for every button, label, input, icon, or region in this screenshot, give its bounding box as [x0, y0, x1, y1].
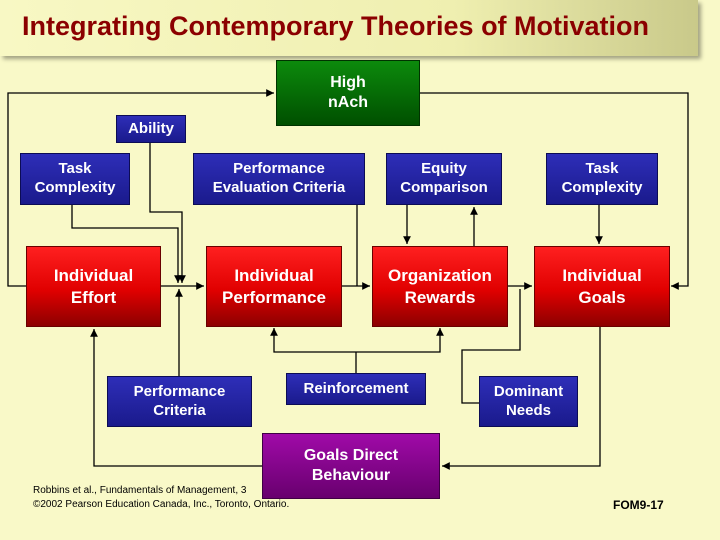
individual-performance-box: Individual Performance [206, 246, 342, 327]
slide-id: FOM9-17 [613, 498, 664, 512]
connector-reinforcement-to-performance [270, 328, 356, 353]
dominant-needs-box: Dominant Needs [479, 376, 578, 427]
performance-evaluation-criteria-box: Performance Evaluation Criteria [193, 153, 365, 205]
citation-line-2: ©2002 Pearson Education Canada, Inc., To… [33, 499, 290, 510]
high-nach-box: High nAch [276, 60, 420, 126]
connector-task-complexity-left [71, 205, 182, 283]
connector-effort-to-high-nach [7, 89, 274, 287]
individual-goals-box: Individual Goals [534, 246, 670, 327]
page-title: Integrating Contemporary Theories of Mot… [22, 11, 650, 41]
goals-direct-behaviour-box: Goals Direct Behaviour [262, 433, 440, 499]
citation: Robbins et al., Fundamentals of Manageme… [33, 484, 289, 512]
individual-effort-box: Individual Effort [26, 246, 161, 327]
ability-box: Ability [116, 115, 186, 143]
connector-ability [149, 143, 186, 283]
connector-high-nach-to-goals [420, 92, 689, 290]
connector-dominant-needs [461, 289, 521, 404]
performance-criteria-box: Performance Criteria [107, 376, 252, 427]
reinforcement-box: Reinforcement [286, 373, 426, 405]
connector-behaviour-to-effort [90, 329, 262, 467]
task-complexity-right-box: Task Complexity [546, 153, 658, 205]
title-band [0, 0, 698, 56]
task-complexity-left-box: Task Complexity [20, 153, 130, 205]
citation-line-1: Robbins et al., Fundamentals of Manageme… [33, 485, 247, 496]
equity-comparison-box: Equity Comparison [386, 153, 502, 205]
connector-reinforcement-to-rewards [356, 328, 444, 353]
organization-rewards-box: Organization Rewards [372, 246, 508, 327]
connector-goals-to-behaviour [442, 327, 601, 470]
